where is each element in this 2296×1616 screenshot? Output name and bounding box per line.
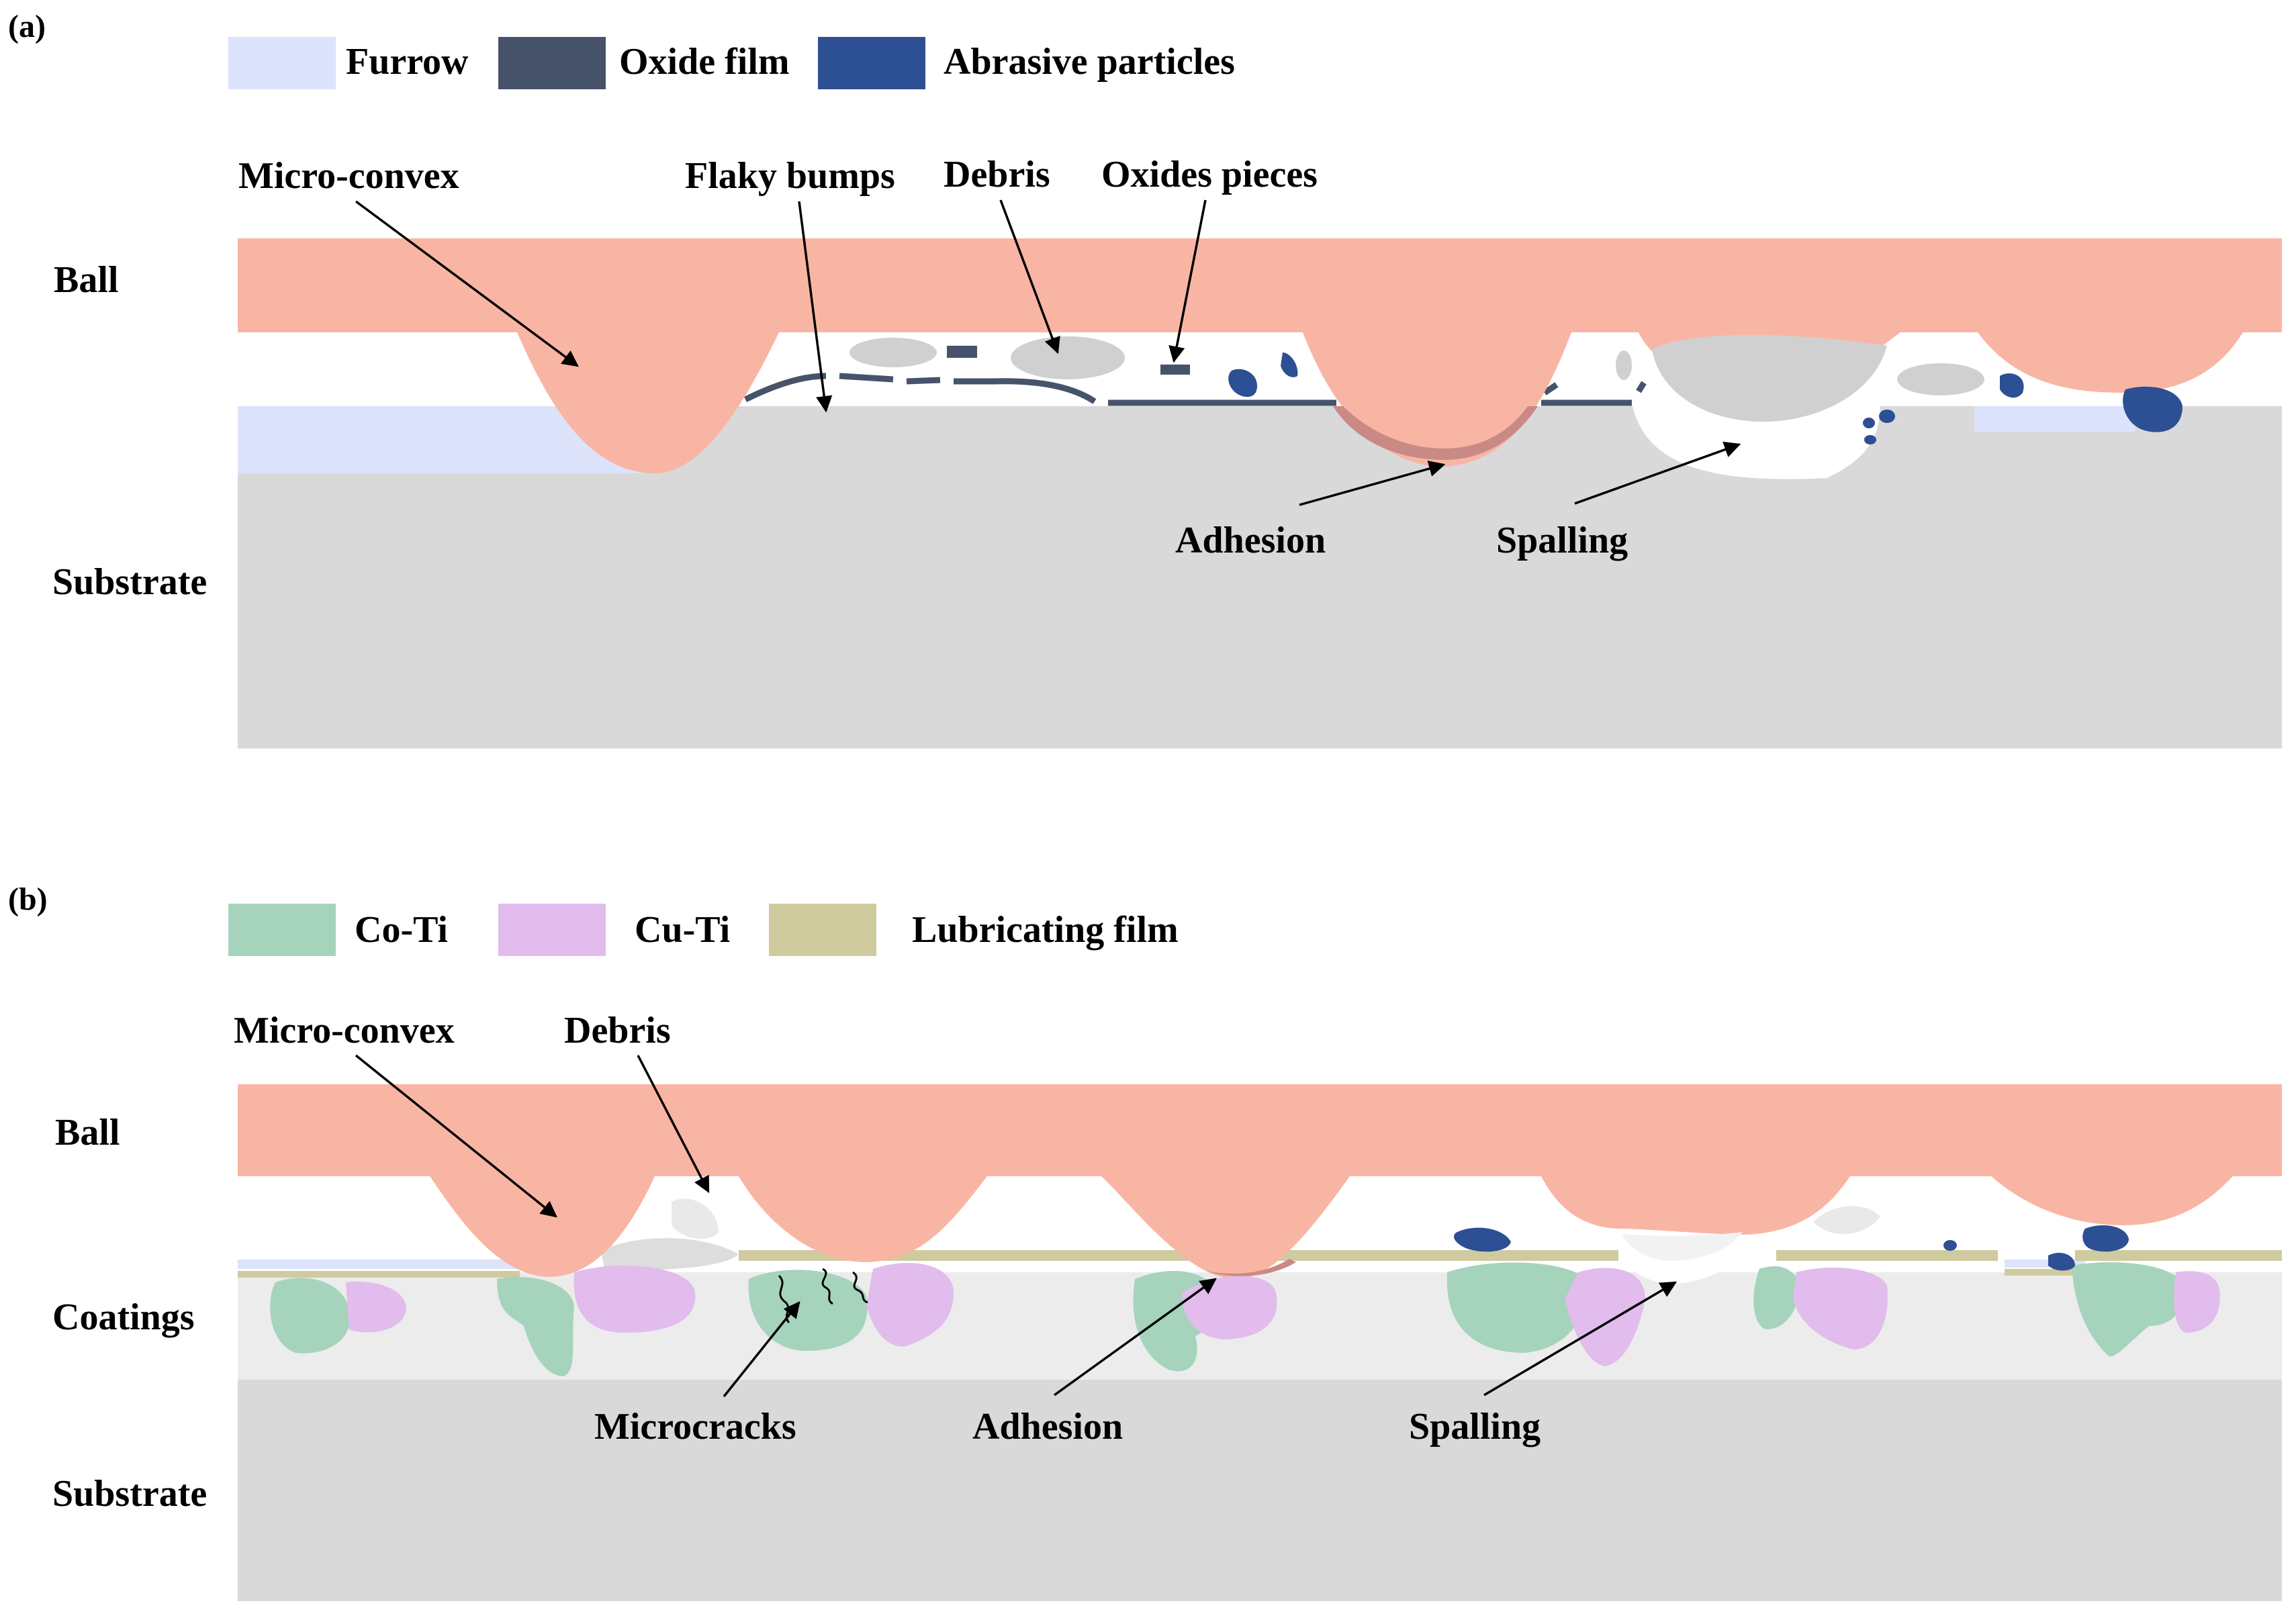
side-label-ball-b: Ball [55,1112,120,1153]
callout-micro-convex-b: Micro-convex [234,1010,455,1051]
legend-swatch-oxide-film [498,37,606,89]
legend-swatch-lubricating-film [769,904,876,956]
panel-b: (b) Co-Ti Cu-Ti Lubricating film [8,882,2282,1601]
debris-b-1 [601,1238,739,1270]
substrate-b [238,1380,2282,1601]
panel-a: (a) Furrow Oxide film Abrasive particles [8,9,2282,749]
side-label-coatings-b: Coatings [52,1296,195,1338]
arrow-adhesion-a [1299,461,1446,506]
arrow-debris-a [999,199,1060,354]
lubricating-film-b [238,1250,2282,1278]
debris-b-2 [672,1198,719,1239]
adhesion-layer-b [1205,1259,1296,1276]
legend-label-cu-ti: Cu-Ti [635,909,730,951]
legend-label-lubricating-film: Lubricating film [912,909,1179,951]
panel-b-tag: (b) [8,882,48,917]
callout-debris-b: Debris [564,1010,671,1051]
furrow-strip-b-1 [238,1259,520,1269]
spalling-band-b [1622,1232,1743,1261]
ball-b [238,1084,2282,1279]
legend-label-oxide-film: Oxide film [619,41,790,83]
arrow-spalling-a [1574,441,1741,505]
callout-debris-a: Debris [944,154,1050,195]
callout-micro-convex-a: Micro-convex [238,155,459,197]
furrow-right [1974,406,2136,432]
arrow-flaky-bumps [798,201,833,413]
callout-oxides-pieces: Oxides pieces [1101,154,1318,195]
panel-a-legend: Furrow Oxide film Abrasive particles [228,37,1235,89]
callout-flaky-bumps: Flaky bumps [685,155,895,197]
legend-swatch-abrasive-particles [818,37,925,89]
legend-swatch-co-ti [228,904,336,956]
debris-a [849,334,1984,422]
panel-b-legend: Co-Ti Cu-Ti Lubricating film [228,904,1179,956]
callout-adhesion-b: Adhesion [972,1406,1123,1447]
ball-a [238,238,2282,473]
callout-spalling-a: Spalling [1496,520,1628,561]
legend-swatch-furrow [228,37,336,89]
callout-adhesion-a: Adhesion [1175,520,1326,561]
oxide-pieces-a [947,346,1190,375]
arrow-micro-convex-b [355,1054,557,1218]
co-ti-phase [270,1262,2183,1376]
side-label-substrate-b: Substrate [52,1473,207,1515]
debris-b-3 [1813,1206,1880,1235]
legend-label-co-ti: Co-Ti [355,909,448,951]
panel-a-tag: (a) [8,9,46,44]
arrow-debris-b [637,1055,710,1194]
legend-label-abrasive-particles: Abrasive particles [944,41,1235,83]
spalling-pit-b [1615,1257,1746,1284]
callout-microcracks: Microcracks [594,1406,796,1447]
arrow-microcracks [723,1301,800,1398]
abrasive-particles-b [1454,1225,2129,1271]
arrow-adhesion-b [1053,1278,1217,1396]
cu-ti-phase [346,1263,2220,1366]
legend-label-furrow: Furrow [346,41,469,83]
callout-spalling-b: Spalling [1409,1406,1541,1447]
abrasive-particles-a [1228,352,2183,444]
arrow-micro-convex-a [355,200,579,367]
side-label-substrate-a: Substrate [52,561,207,603]
oxide-film-a [743,373,1647,406]
side-label-ball-a: Ball [54,259,118,301]
adhesion-layer-a [1333,406,1538,460]
legend-swatch-cu-ti [498,904,606,956]
arrow-oxides-pieces [1168,199,1207,363]
arrow-spalling-b [1483,1281,1678,1396]
